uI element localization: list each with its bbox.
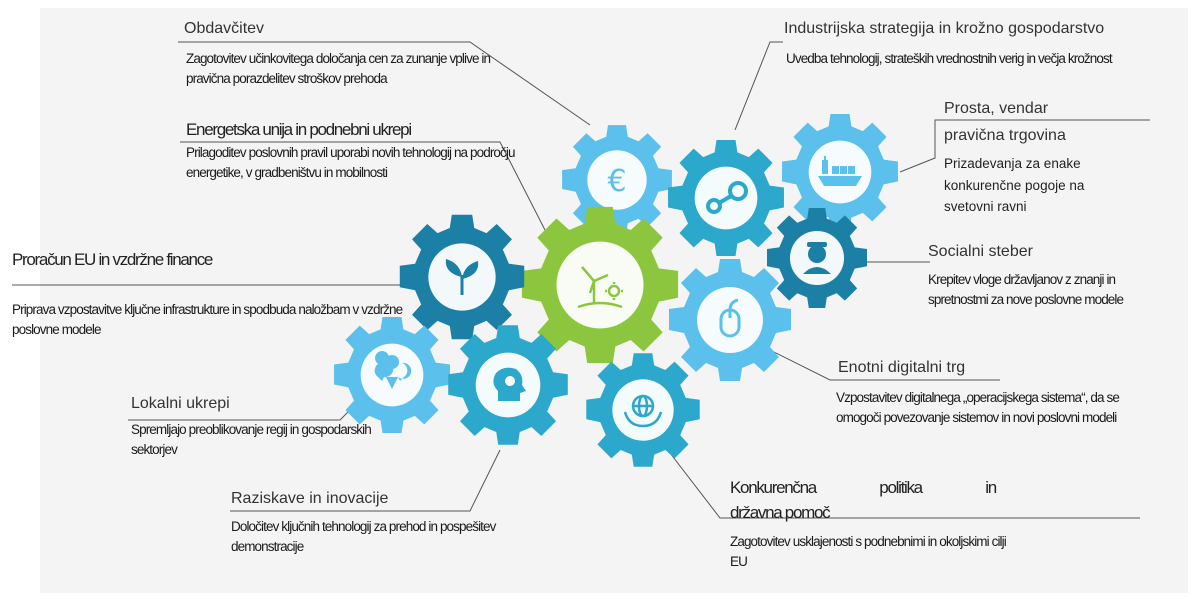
label-lokalni-title: Lokalni ukrepi (131, 395, 230, 412)
label-trgovina-body: Prizadevanja za enake konkurenčne pogoje… (944, 156, 1085, 215)
connector-energetska (180, 141, 546, 231)
connector-obdavcitev (178, 41, 591, 126)
plant-icon (445, 259, 479, 295)
label-trgovina-title-2: pravična trgovina (944, 127, 1066, 144)
label-energetska-body: Prilagoditev poslovnih pravil uporabi no… (186, 145, 516, 181)
connector-lines (12, 41, 1150, 519)
label-socialni-body: Krepitev vloge državljanov z znanji in s… (928, 272, 1124, 308)
label-obdavcitev-body: Zagotovitev učinkovitega določanja cen z… (186, 51, 491, 87)
label-trgovina-title-1: Prosta, vendar (944, 100, 1049, 117)
connector-trgovina (899, 119, 1150, 173)
map-pins-icon (374, 351, 412, 389)
label-konkurencna-title-2: državna pomoč (730, 503, 831, 522)
label-proracun-body: Priprava vzpostavitve ključne infrastruk… (12, 302, 403, 338)
steam-icon (706, 181, 748, 214)
idea-head-icon (493, 367, 526, 401)
label-digitalni-title: Enotni digitalni trg (838, 359, 966, 376)
cargo-ship-icon (818, 156, 862, 186)
connector-raziskave (230, 449, 501, 512)
gear-digitalni (669, 259, 791, 381)
connector-industrija (734, 41, 783, 131)
label-raziskave-body: Določitev ključnih tehnologij za prehod … (231, 519, 496, 555)
label-raziskave-title: Raziskave in inovacije (231, 490, 389, 507)
label-lokalni-body: Spremljajo preoblikovanje regij in gospo… (131, 422, 372, 458)
label-industrija-body: Uvedba tehnologij, strateških vrednostni… (786, 51, 1113, 66)
connector-konkurencna (659, 439, 1140, 519)
svg-text:€: € (607, 164, 626, 199)
person-icon (803, 242, 831, 274)
label-energetska-title: Energetska unija in podnebni ukrepi (186, 120, 412, 139)
gear-obdavcitev (562, 125, 672, 235)
mouse-icon (719, 298, 741, 338)
label-industrija-title: Industrijska strategija in krožno gospod… (784, 20, 1105, 37)
label-konkurencna-body: Zagotovitev usklajenosti s podnebnimi in… (730, 534, 1007, 570)
label-proracun-title: Proračun EU in vzdržne finance (12, 250, 213, 269)
gear-konkurencna (586, 353, 700, 467)
wind-turbine-icon (577, 266, 623, 309)
euro-icon: € (607, 164, 626, 199)
label-konkurencna-title-1: Konkurenčna politika in (730, 478, 997, 497)
label-socialni-title: Socialni steber (928, 243, 1033, 260)
globe-hands-icon (623, 394, 663, 428)
connector-digitalni (759, 344, 1000, 381)
label-obdavcitev-title: Obdavčitev (184, 20, 265, 37)
label-digitalni-body: Vzpostavitev digitalnega „operacijskega … (836, 390, 1120, 426)
